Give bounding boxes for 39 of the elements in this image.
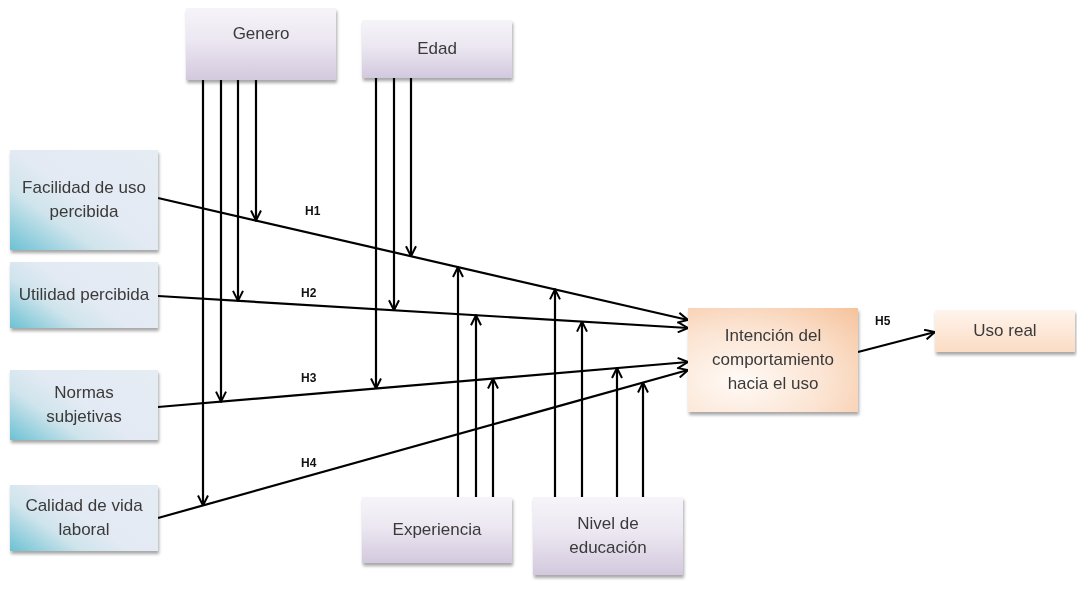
arrow: [857, 328, 936, 354]
arrow: [250, 80, 262, 222]
construct-box: [10, 150, 158, 250]
construct-box: [533, 497, 683, 575]
construct-box: [10, 370, 158, 440]
arrow: [470, 314, 482, 497]
box-label: Nivel de educación: [568, 513, 648, 559]
box-label: Uso real: [973, 320, 1037, 343]
box-label: Experiencia: [392, 519, 482, 542]
construct-box: [10, 485, 158, 551]
construct-box: [362, 497, 512, 563]
arrow: [215, 80, 227, 403]
arrow: [576, 320, 588, 497]
arrow: [405, 78, 417, 258]
box-label: Normas subjetivas: [45, 382, 123, 428]
arrow: [157, 356, 689, 409]
arrow: [611, 367, 623, 497]
construct-box: [10, 262, 158, 328]
box-label: Intención del comportamiento hacia el uso: [711, 325, 835, 395]
box-label: Facilidad de uso percibida: [21, 177, 147, 223]
construct-box: [935, 310, 1075, 352]
box-label: Calidad de vida laboral: [24, 495, 144, 541]
construct-box: [186, 8, 336, 80]
arrow: [549, 288, 561, 497]
box-label: Genero: [232, 23, 290, 45]
arrow: [232, 80, 244, 302]
arrow: [487, 377, 499, 497]
arrow: [637, 381, 649, 497]
box-label: Utilidad percibida: [18, 284, 150, 307]
construct-box: [362, 20, 512, 78]
arrow: [157, 294, 689, 334]
arrow: [370, 78, 382, 390]
arrow: [452, 266, 464, 497]
arrow: [388, 78, 400, 312]
box-label: Edad: [417, 38, 457, 61]
arrow: [157, 366, 689, 520]
arrow: [157, 196, 689, 324]
construct-box: [688, 308, 858, 412]
arrow: [197, 80, 209, 507]
